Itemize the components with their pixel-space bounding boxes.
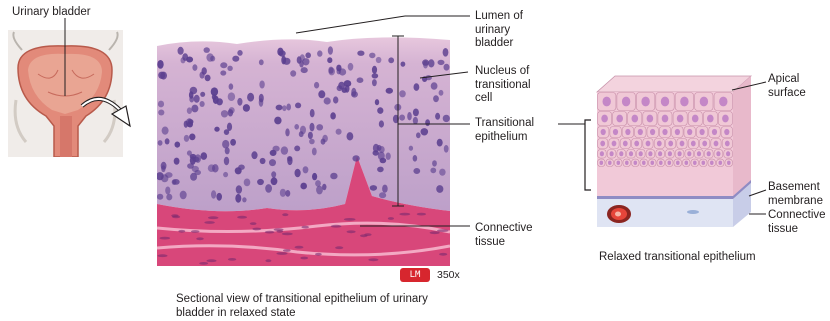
model-caption: Relaxed transitional epithelium: [599, 250, 756, 264]
apical-surface-label: Apicalsurface: [768, 73, 806, 100]
basement-membrane-label: Basementmembrane: [768, 181, 823, 208]
connective-tissue-block-label: Connectivetissue: [768, 209, 826, 236]
